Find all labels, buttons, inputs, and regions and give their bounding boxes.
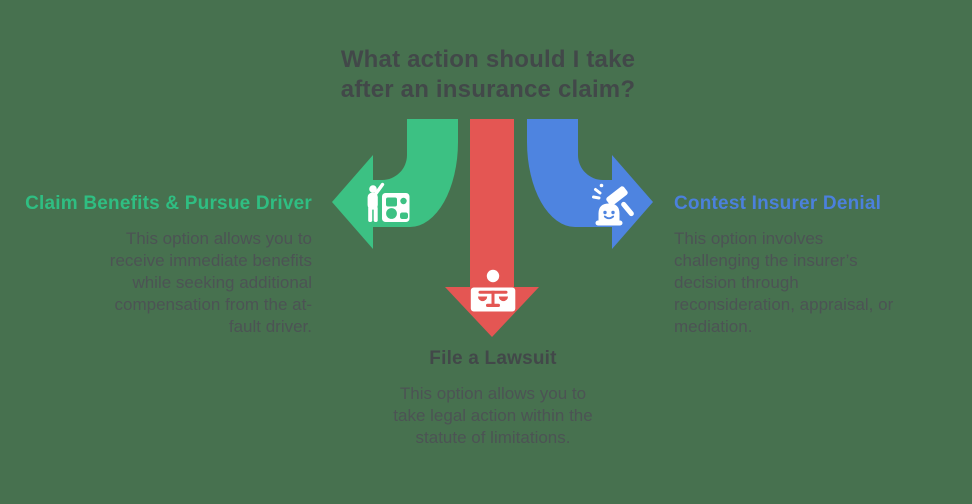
option-contest-denial-body: This option involves challenging the ins… — [674, 229, 894, 336]
option-claim-benefits-heading: Claim Benefits & Pursue Driver — [25, 193, 312, 214]
person-car-icon — [367, 182, 410, 222]
right-curved-arrow — [527, 119, 653, 249]
gavel-denial-icon — [592, 183, 634, 226]
option-claim-benefits-body: This option allows you to receive immedi… — [109, 229, 312, 336]
left-curved-arrow — [332, 119, 458, 249]
down-arrow — [445, 119, 539, 337]
option-contest-denial: Contest Insurer Denial This option invol… — [674, 193, 964, 338]
page-title: What action should I take after an insur… — [340, 46, 636, 103]
scales-of-justice-icon — [470, 269, 516, 312]
option-claim-benefits: Claim Benefits & Pursue Driver This opti… — [12, 193, 312, 338]
option-file-lawsuit-heading: File a Lawsuit — [429, 348, 557, 369]
option-file-lawsuit-body: This option allows you to take legal act… — [393, 384, 593, 447]
option-file-lawsuit: File a Lawsuit This option allows you to… — [333, 348, 653, 449]
option-contest-denial-heading: Contest Insurer Denial — [674, 193, 882, 214]
